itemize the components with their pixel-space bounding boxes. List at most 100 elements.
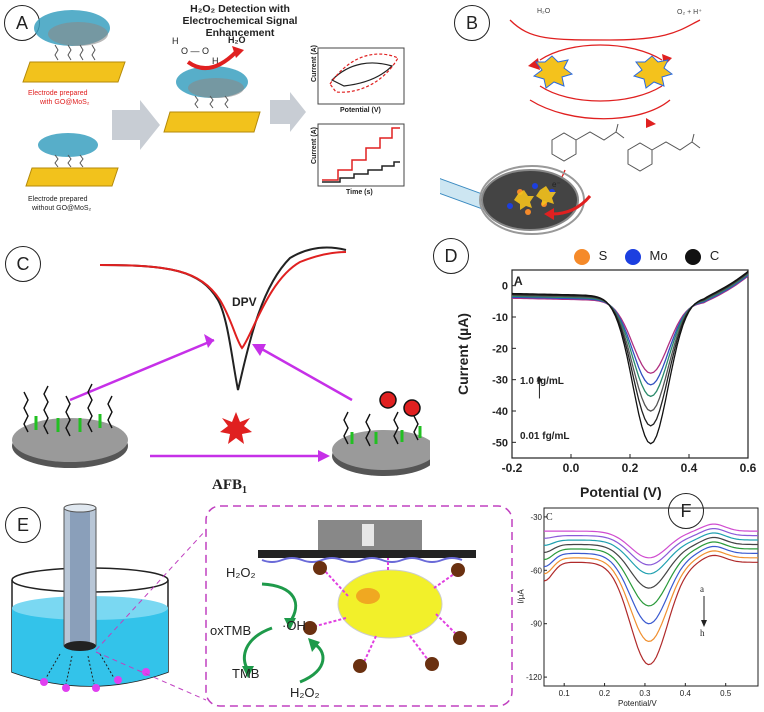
- e-oxtmb-label: oxTMB: [210, 623, 252, 638]
- d-ytick-label: -10: [492, 312, 508, 324]
- d-series-line: [512, 272, 749, 412]
- molecule-left: [551, 132, 577, 162]
- f-arrow-top: a: [700, 584, 704, 594]
- legend-dot-c: [685, 248, 702, 265]
- electrode-with-text2: with GO@MoS₂: [40, 99, 90, 106]
- d-series-line: [511, 275, 749, 374]
- molecule-right: [627, 142, 653, 172]
- d-xtick-label: 0.6: [740, 461, 757, 475]
- amp-xlabel: Time (s): [346, 189, 373, 196]
- d-xtick-label: 0.0: [563, 461, 580, 475]
- d-xlabel: Potential (V): [580, 484, 662, 500]
- f-xtick-label: 0.4: [680, 689, 692, 698]
- f-xlabel: Potential/V: [618, 699, 657, 708]
- red-reaction-arrow: [186, 50, 238, 71]
- f-ytick-label: -30: [530, 513, 542, 522]
- panel-b: H₂O O₂ + H⁺ e⁻: [440, 0, 764, 240]
- panel-a: H₂O₂ Detection with Electrochemical Sign…: [0, 0, 440, 230]
- f-series-line: [543, 541, 758, 607]
- f-ytick-label: -90: [530, 620, 542, 629]
- f-xtick-label: 0.5: [720, 689, 732, 698]
- electrode-with-text1: Electrode prepared: [28, 90, 88, 97]
- f-inner-label: C: [546, 512, 553, 523]
- d-xtick-label: -0.2: [502, 461, 523, 475]
- panel-label-f: F: [668, 493, 704, 529]
- legend-dot-mo: [624, 248, 641, 265]
- panel-label-d: D: [433, 238, 469, 274]
- d-series-line: [511, 271, 749, 427]
- f-arrow-bottom: h: [700, 628, 705, 638]
- d-ytick-label: -20: [492, 343, 508, 355]
- d-ytick-label: 0: [502, 281, 508, 293]
- d-series-line: [511, 273, 749, 398]
- panel-label-b: B: [454, 5, 490, 41]
- electrode-without-text2: without GO@MoS₂: [32, 205, 92, 212]
- d-annot-bottom: 0.01 fg/mL: [520, 431, 570, 442]
- f-ytick-label: -120: [526, 673, 543, 682]
- e-h2o2-bottom: H₂O₂: [290, 685, 320, 700]
- panel-label-e: E: [5, 507, 41, 543]
- f-series-line: [543, 528, 758, 566]
- b-electron-label: e⁻: [552, 180, 561, 189]
- panel-label-c: C: [5, 246, 41, 282]
- panel-a-title: H₂O₂ Detection with Electrochemical Sign…: [182, 3, 298, 39]
- f-series-line: [543, 536, 758, 589]
- f-series-line: [543, 545, 758, 625]
- e-oh-label: ·OH: [282, 618, 306, 633]
- amp-plot-box: [317, 123, 405, 187]
- panel-label-a: A: [4, 5, 40, 41]
- svg-text:H: H: [172, 36, 179, 46]
- electrode-with-plate: [22, 61, 126, 83]
- d-ylabel: Current (µA): [454, 313, 471, 395]
- afb1-label: AFB1: [212, 477, 247, 496]
- d-ytick-label: -40: [492, 406, 508, 418]
- chart-f-frame: [543, 507, 759, 687]
- afb1-molecule: [220, 412, 252, 444]
- cv-xlabel: Potential (V): [340, 107, 381, 114]
- d-ytick-label: -50: [492, 437, 508, 449]
- f-arrow: [701, 596, 707, 627]
- legend-c-label: C: [709, 248, 720, 263]
- d-series-line: [512, 274, 749, 386]
- dpv-curve-red: [99, 251, 347, 350]
- cv-plot-box: [317, 47, 405, 105]
- arrow-2: [270, 92, 306, 132]
- dpv-label: DPV: [232, 295, 257, 309]
- f-series-line: [543, 550, 758, 643]
- h2o-product-label: H₂O: [228, 35, 246, 45]
- f-ytick-label: -60: [530, 566, 542, 575]
- enzyme-star-left: [532, 55, 574, 89]
- panel-a-graphics: H O — O H: [22, 10, 405, 187]
- f-xtick-label: 0.3: [639, 689, 651, 698]
- panel-e-graphics: [11, 503, 513, 707]
- e-h2o2-top: H₂O₂: [226, 565, 256, 580]
- e-tmb-label: TMB: [232, 666, 260, 681]
- panel-c: DPV AFB1: [0, 240, 430, 510]
- enzyme-star-right: [632, 55, 674, 89]
- panel-c-graphics: [12, 246, 430, 476]
- d-series-line: [511, 270, 749, 445]
- legend-dot-s: [574, 248, 590, 265]
- d-annot-top: 1.0 fg/mL: [520, 376, 564, 387]
- legend-mo-label: Mo: [649, 248, 668, 263]
- dpv-curve-black: [99, 246, 347, 391]
- d-ytick-label: -30: [492, 375, 508, 387]
- nanoparticle: [337, 569, 443, 639]
- f-xtick-label: 0.2: [599, 689, 611, 698]
- f-series-line: [543, 554, 758, 666]
- f-series-line: [543, 532, 758, 575]
- d-legend: S Mo C: [574, 248, 719, 265]
- electrode-without-text1: Electrode prepared: [28, 196, 88, 203]
- svg-text:H: H: [212, 56, 219, 66]
- svg-text:O — O: O — O: [181, 46, 209, 56]
- panel-e: H₂O₂ ·OH oxTMB TMB H₂O₂: [0, 500, 520, 712]
- d-inner-label: A: [514, 274, 523, 288]
- b-o2h-label: O₂ + H⁺: [677, 9, 702, 16]
- cv-ylabel: Current (A): [310, 45, 318, 82]
- legend-s-label: S: [598, 248, 608, 263]
- amp-ylabel: Current (A): [310, 127, 318, 164]
